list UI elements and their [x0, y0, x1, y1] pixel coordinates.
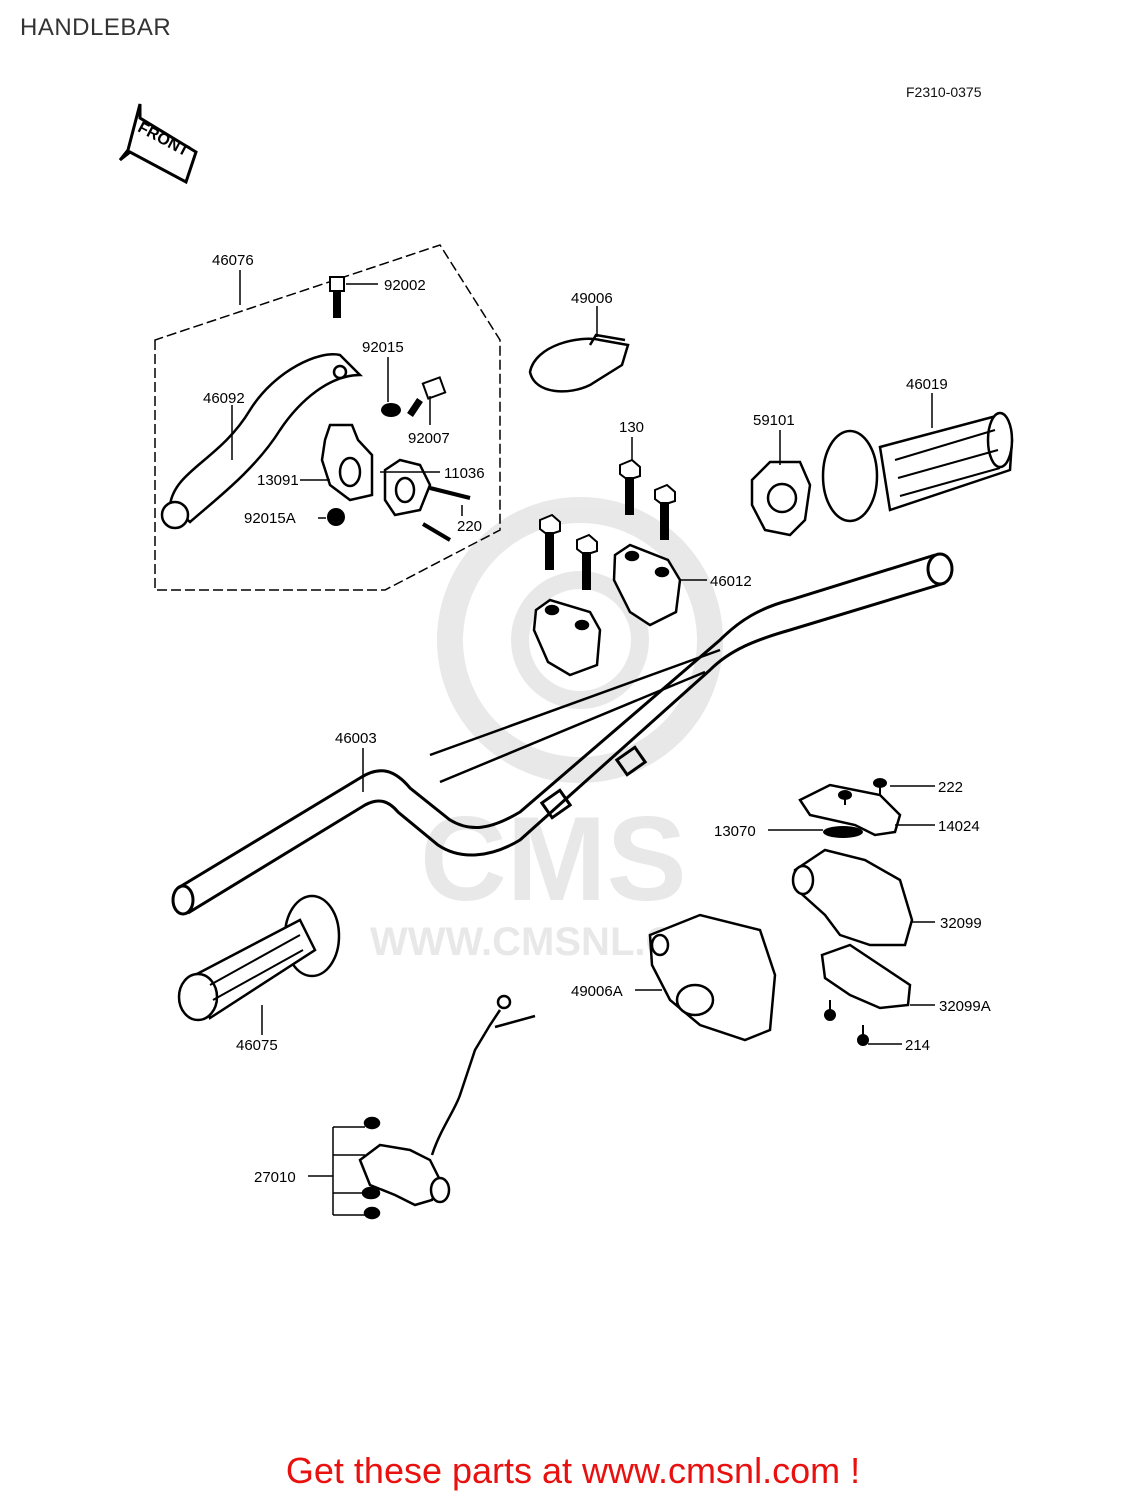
lever-cover-icon	[528, 333, 630, 393]
parts-diagram: CMS WWW.CMSNL.COM FRONT	[118, 103, 1014, 1220]
part-label-130: 130	[619, 419, 644, 436]
throttle-housing-icon	[791, 848, 914, 947]
part-label-46075: 46075	[236, 1037, 278, 1054]
part-label-11036: 11036	[444, 465, 485, 482]
right-grip-icon	[821, 411, 1014, 523]
handlebar-icon	[171, 552, 954, 916]
part-label-46076: 46076	[212, 252, 254, 269]
holder-bolts-icon	[539, 458, 676, 590]
part-label-13091: 13091	[257, 472, 299, 489]
part-label-59101: 59101	[753, 412, 795, 429]
part-label-92002: 92002	[384, 277, 426, 294]
part-label-32099: 32099	[940, 915, 982, 932]
adjuster-screw-icon	[407, 376, 447, 417]
part-label-92015A: 92015A	[244, 510, 296, 527]
part-label-32099A: 32099A	[939, 998, 991, 1015]
page-title: HANDLEBAR	[20, 14, 172, 41]
watermark: CMS WWW.CMSNL.COM	[370, 497, 739, 964]
part-label-49006: 49006	[571, 290, 613, 307]
clutch-lever-icon	[160, 353, 364, 530]
part-label-92015: 92015	[362, 339, 404, 356]
part-label-27010: 27010	[254, 1169, 296, 1186]
bolt-icon	[329, 276, 345, 318]
leader-lines	[231, 283, 935, 1216]
part-label-222: 222	[938, 779, 963, 796]
throttle-cover-icon	[798, 783, 902, 837]
part-label-214: 214	[905, 1037, 930, 1054]
part-label-46003: 46003	[335, 730, 377, 747]
watermark-brand: CMS	[420, 792, 687, 926]
lever-holder-icon	[320, 423, 374, 502]
part-label-46092: 46092	[203, 390, 245, 407]
front-arrow-icon: FRONT	[118, 103, 198, 185]
part-label-46019: 46019	[906, 376, 948, 393]
lever-assembly-box	[154, 244, 501, 591]
part-label-220: 220	[457, 518, 482, 535]
nut-icon	[327, 508, 345, 526]
lever-clamp-icon	[383, 458, 432, 517]
gasket-icon	[823, 826, 863, 838]
washer-icon	[381, 403, 401, 417]
footer-cta-text[interactable]: Get these parts at www.cmsnl.com !	[285, 1450, 861, 1491]
throttle-pulley-icon	[750, 460, 812, 537]
handlebar-holder-icon	[532, 543, 682, 677]
part-label-46012: 46012	[710, 573, 752, 590]
clamp-screw-icon	[421, 486, 471, 542]
part-label-14024: 14024	[938, 818, 980, 835]
part-label-49006A: 49006A	[571, 983, 623, 1000]
small-screws-icon	[824, 778, 887, 1046]
throttle-housing-lower-icon	[820, 943, 912, 1010]
switch-cover-icon	[648, 913, 777, 1042]
part-label-13070: 13070	[714, 823, 756, 840]
part-label-92007: 92007	[408, 430, 450, 447]
left-grip-icon	[177, 894, 341, 1022]
footer-cta[interactable]: Get these parts at www.cmsnl.com !	[0, 1450, 1146, 1492]
figure-code: F2310-0375	[906, 84, 982, 100]
stop-switch-icon	[358, 994, 536, 1220]
